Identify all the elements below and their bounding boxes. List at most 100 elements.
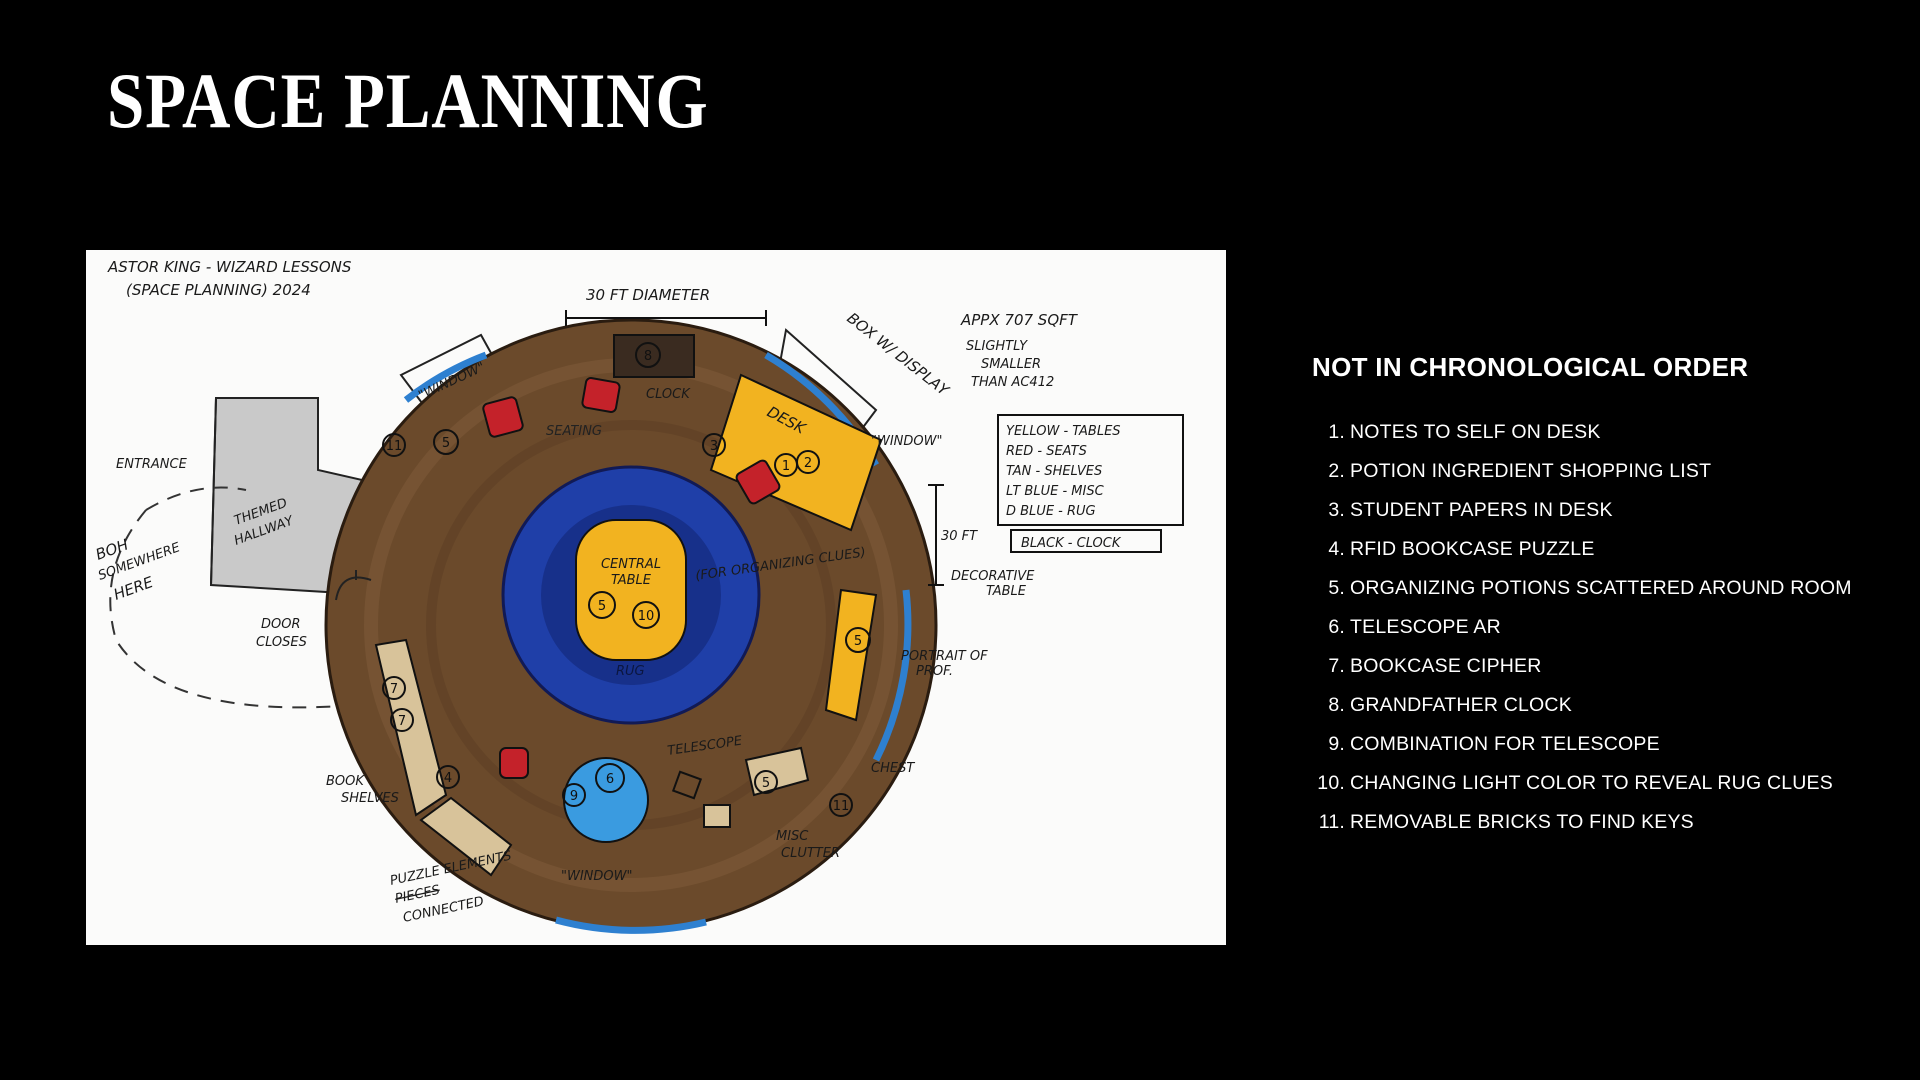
chest xyxy=(744,746,810,797)
misc-clutter-label-2: CLUTTER xyxy=(781,846,840,861)
list-item-number: 5. xyxy=(1328,577,1345,599)
seat-desk xyxy=(735,459,781,505)
door-label-1: DOOR xyxy=(261,617,301,632)
marker-9: 9 xyxy=(570,789,578,804)
marker-4: 4 xyxy=(444,771,452,786)
list-item-number: 11. xyxy=(1318,811,1345,833)
marker-11a: 11 xyxy=(386,439,403,454)
legend-clock: BLACK - CLOCK xyxy=(1021,536,1122,551)
central-table-label-1: CENTRAL xyxy=(601,557,661,572)
list-item-text: CHANGING LIGHT COLOR TO REVEAL RUG CLUES xyxy=(1350,772,1833,794)
marker-3: 3 xyxy=(710,439,718,454)
list-item-number: 7. xyxy=(1328,655,1345,677)
legend-tables: YELLOW - TABLES xyxy=(1006,424,1121,439)
sqft-note-1: SLIGHTLY xyxy=(966,339,1028,354)
marker-7b: 7 xyxy=(398,714,406,729)
marker-5d: 5 xyxy=(762,776,770,791)
list-item: 8.GRANDFATHER CLOCK xyxy=(1312,686,1912,725)
sqft-note-3: THAN AC412 xyxy=(971,375,1054,390)
bookshelf-2 xyxy=(419,796,513,877)
legend-misc: LT BLUE - MISC xyxy=(1006,484,1105,499)
marker-2: 2 xyxy=(804,456,812,471)
list-item: 4.RFID BOOKCASE PUZZLE xyxy=(1312,530,1912,569)
list-item: 2.POTION INGREDIENT SHOPPING LIST xyxy=(1312,452,1912,491)
portrait-label-2: PROF. xyxy=(916,664,953,679)
project-name: ASTOR KING - WIZARD LESSONS xyxy=(107,258,352,276)
decorative-table xyxy=(824,588,878,722)
list-item: 7.BOOKCASE CIPHER xyxy=(1312,647,1912,686)
bookshelves-label-2: SHELVES xyxy=(341,791,399,806)
list-item: 6.TELESCOPE AR xyxy=(1312,608,1912,647)
project-subtitle: (SPACE PLANNING) 2024 xyxy=(126,281,311,299)
entrance-label: ENTRANCE xyxy=(116,457,188,472)
diameter-label: 30 FT DIAMETER xyxy=(586,286,710,304)
misc-clutter-label-1: MISC xyxy=(776,829,809,844)
seating-label: SEATING xyxy=(546,424,602,439)
list-item-text: REMOVABLE BRICKS TO FIND KEYS xyxy=(1350,811,1694,833)
door-label-2: CLOSES xyxy=(256,635,307,650)
list-item-number: 3. xyxy=(1328,499,1345,521)
list-item-number: 8. xyxy=(1328,694,1345,716)
list-item: 3.STUDENT PAPERS IN DESK xyxy=(1312,491,1912,530)
marker-6: 6 xyxy=(606,772,614,787)
legend-rug: D BLUE - RUG xyxy=(1006,504,1096,519)
list-item-number: 6. xyxy=(1328,616,1345,638)
list-heading: NOT IN CHRONOLOGICAL ORDER xyxy=(1312,352,1749,382)
list-item-text: POTION INGREDIENT SHOPPING LIST xyxy=(1350,460,1712,482)
box-display-label: BOX W/ DISPLAY xyxy=(844,309,954,400)
list-item-number: 1. xyxy=(1328,421,1345,443)
marker-7a: 7 xyxy=(390,682,398,697)
puzzle-markers xyxy=(382,342,871,817)
window-label-bottom: "WINDOW" xyxy=(561,869,632,884)
bookshelves-label-1: BOOK xyxy=(326,774,365,789)
list-item-text: NOTES TO SELF ON DESK xyxy=(1350,421,1601,443)
decorative-table-label-1: DECORATIVE xyxy=(951,569,1035,584)
chest-label: CHEST xyxy=(871,761,915,776)
thirty-ft-label: 30 FT xyxy=(941,529,978,544)
central-table xyxy=(575,519,687,661)
list-item-text: RFID BOOKCASE PUZZLE xyxy=(1350,538,1595,560)
clock xyxy=(613,334,695,378)
list-item-number: 2. xyxy=(1328,460,1345,482)
legend-seats: RED - SEATS xyxy=(1006,444,1087,459)
decorative-table-label-2: TABLE xyxy=(986,584,1027,599)
boh-boundary xyxy=(109,509,357,709)
list-item-text: STUDENT PAPERS IN DESK xyxy=(1350,499,1613,521)
legend-box xyxy=(997,414,1184,526)
desk xyxy=(709,373,883,532)
list-item-number: 10. xyxy=(1317,772,1345,794)
marker-5b: 5 xyxy=(598,599,606,614)
list-item-text: GRANDFATHER CLOCK xyxy=(1350,694,1572,716)
marker-5a: 5 xyxy=(442,436,450,451)
sqft-note-2: SMALLER xyxy=(981,357,1041,372)
floor-plan-sketch: 5 11 3 1 2 5 10 8 5 7 7 4 9 6 5 11 ASTOR… xyxy=(86,250,1226,945)
marker-8: 8 xyxy=(644,349,652,364)
seat-left xyxy=(482,396,524,438)
marker-5c: 5 xyxy=(854,634,862,649)
list-item-number: 9. xyxy=(1328,733,1345,755)
central-table-label-2: TABLE xyxy=(611,573,652,588)
list-item: 5.ORGANIZING POTIONS SCATTERED AROUND RO… xyxy=(1312,569,1912,608)
portrait-label-1: PORTRAIT OF xyxy=(901,649,988,664)
slide-title: SPACE PLANNING xyxy=(107,57,709,144)
sqft-label: APPX 707 SQFT xyxy=(960,311,1079,329)
list-item: 11.REMOVABLE BRICKS TO FIND KEYS xyxy=(1312,803,1912,842)
legend-shelves: TAN - SHELVES xyxy=(1006,464,1102,479)
list-item: 10.CHANGING LIGHT COLOR TO REVEAL RUG CL… xyxy=(1312,764,1912,803)
clock-label: CLOCK xyxy=(646,387,691,402)
seat-bottom xyxy=(499,747,529,779)
list-item-text: BOOKCASE CIPHER xyxy=(1350,655,1542,677)
list-item: 9.COMBINATION FOR TELESCOPE xyxy=(1312,725,1912,764)
list-item-number: 4. xyxy=(1328,538,1345,560)
marker-1: 1 xyxy=(782,459,790,474)
marker-11b: 11 xyxy=(833,799,850,814)
list-item-text: ORGANIZING POTIONS SCATTERED AROUND ROOM xyxy=(1350,577,1852,599)
list-item-text: COMBINATION FOR TELESCOPE xyxy=(1350,733,1660,755)
window-label-right: "WINDOW" xyxy=(871,434,942,449)
puzzle-list-panel: NOT IN CHRONOLOGICAL ORDER 1.NOTES TO SE… xyxy=(1312,352,1912,842)
rug-label: RUG xyxy=(616,664,645,679)
seat-middle xyxy=(581,377,621,413)
list-item-text: TELESCOPE AR xyxy=(1350,616,1501,638)
misc-clutter xyxy=(703,804,731,828)
